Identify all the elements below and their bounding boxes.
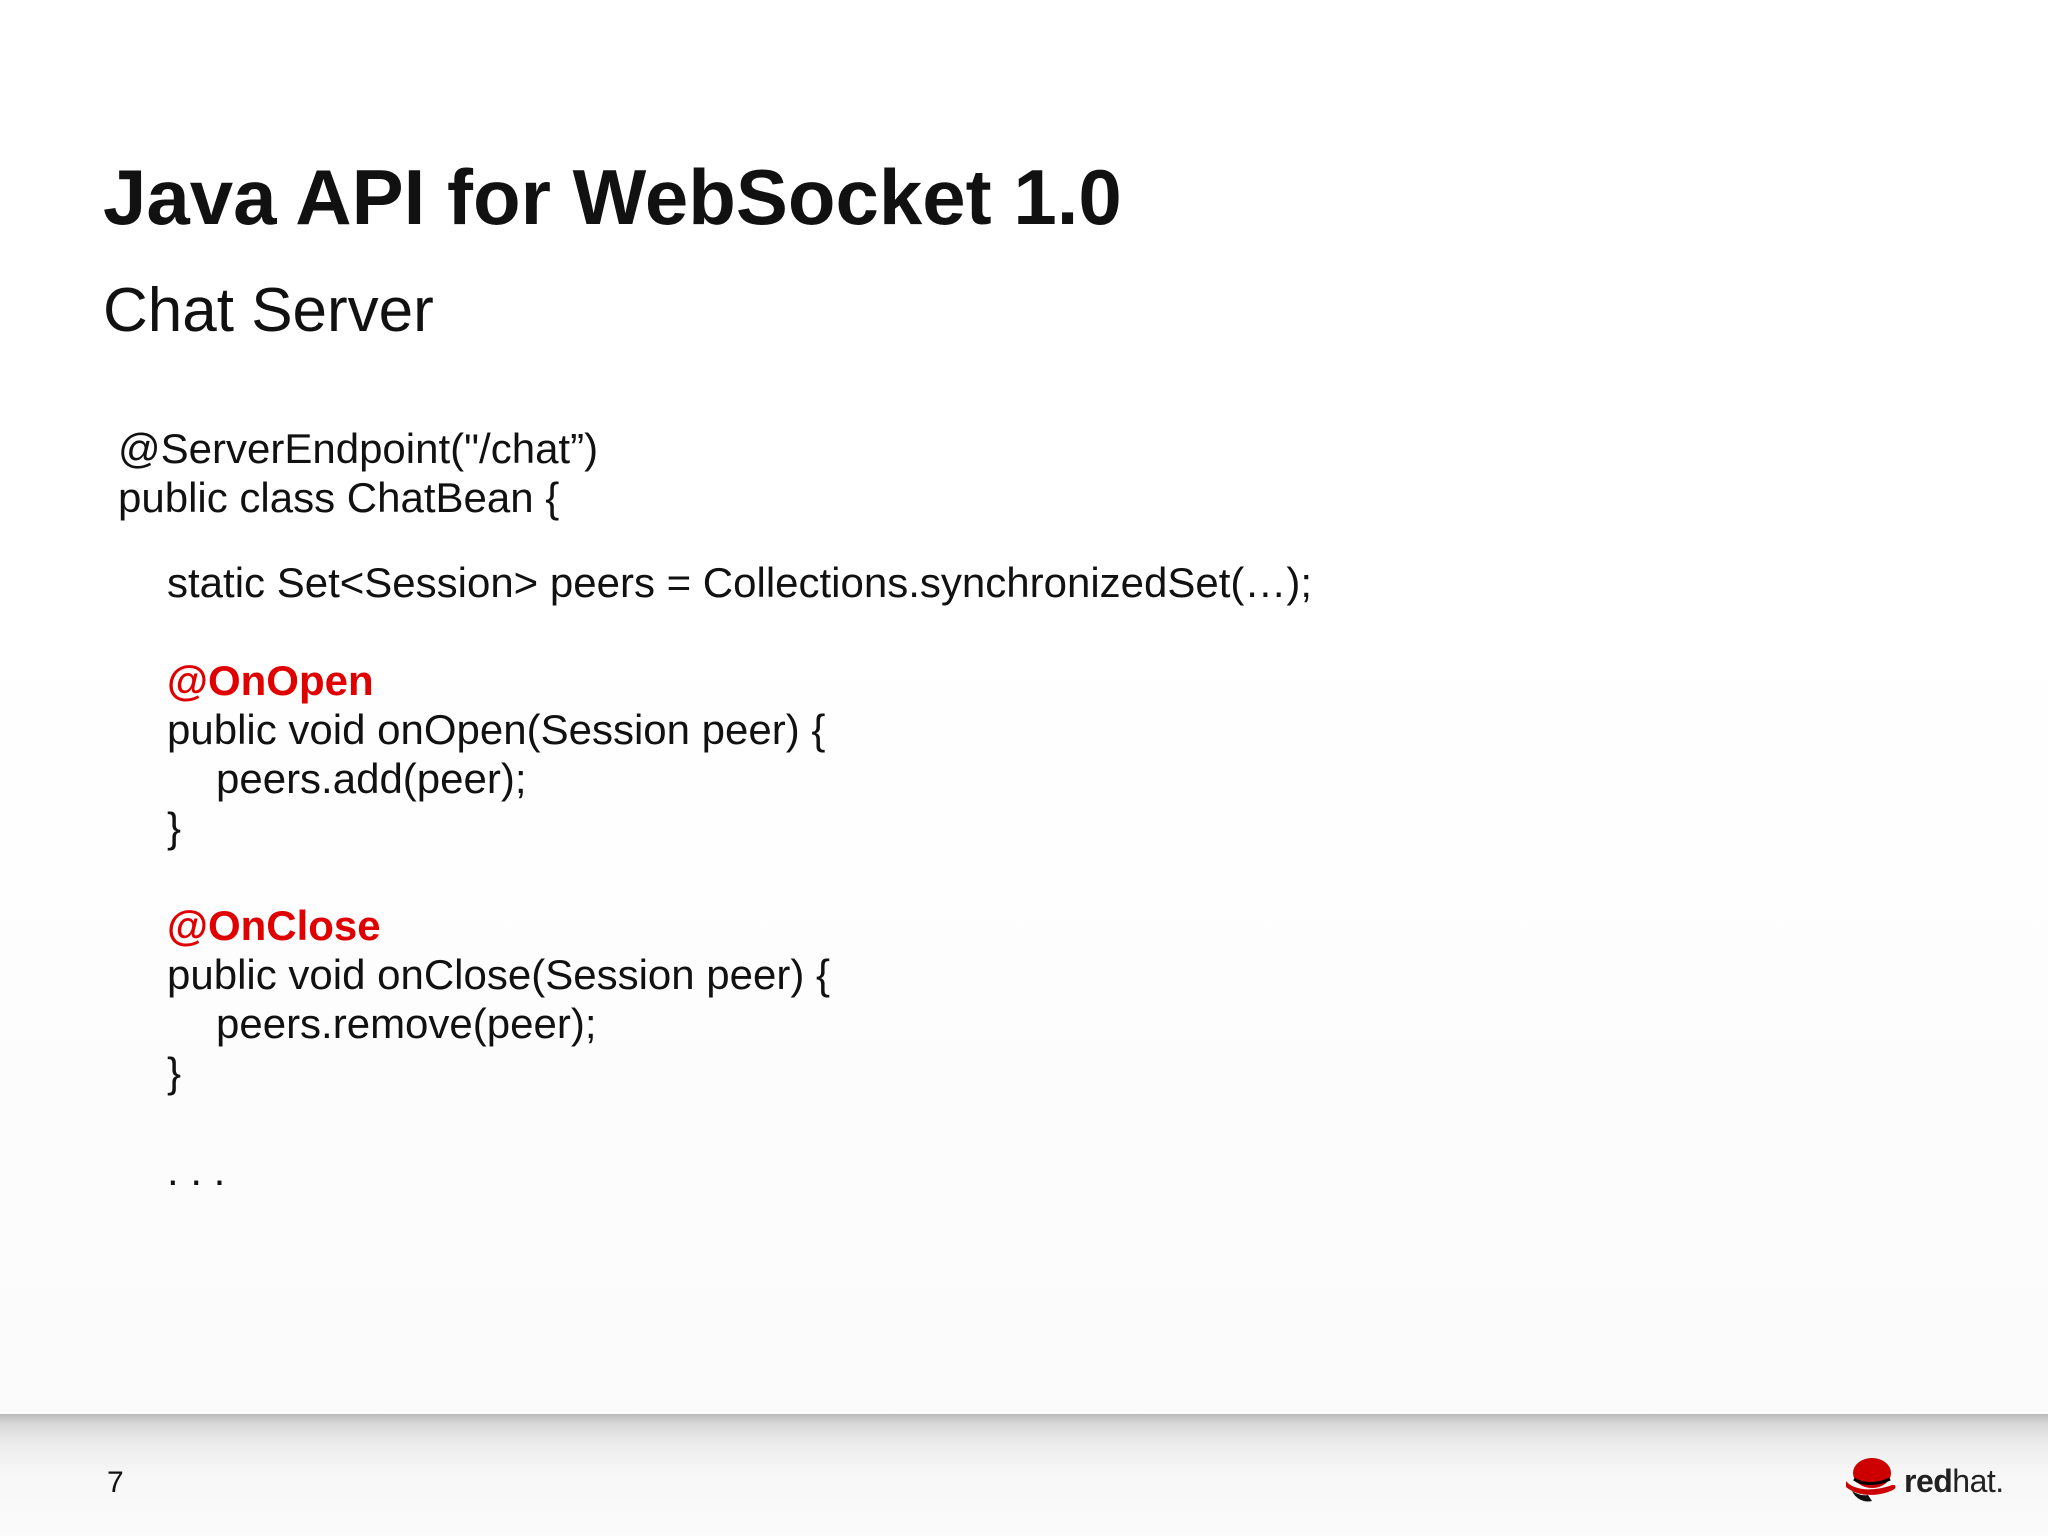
wordmark-hat: hat: [1952, 1463, 1996, 1499]
code-line-onopen-signature: public void onOpen(Session peer) {: [167, 706, 826, 753]
code-spacer: [118, 852, 1312, 901]
page-number: 7: [107, 1466, 124, 1499]
code-line-peers-remove: peers.remove(peer);: [216, 1000, 597, 1047]
code-line-annotation-endpoint: @ServerEndpoint("/chat”): [118, 425, 599, 472]
code-line-class-declaration: public class ChatBean {: [118, 474, 560, 521]
code-line-peers-add: peers.add(peer);: [216, 755, 527, 802]
code-spacer: [118, 607, 1312, 656]
code-spacer: [118, 522, 1312, 558]
code-line-ellipsis: . . .: [167, 1147, 226, 1194]
code-annotation-onclose: @OnClose: [167, 902, 381, 949]
code-block: @ServerEndpoint("/chat”) public class Ch…: [118, 424, 1312, 1195]
footer-band: [0, 1414, 2048, 1536]
redhat-logo: redhat.: [1842, 1455, 2004, 1511]
redhat-wordmark: redhat.: [1904, 1465, 2004, 1497]
redhat-shadowman-icon: [1846, 1458, 1896, 1502]
code-spacer: [118, 1097, 1312, 1146]
code-line-onclose-signature: public void onClose(Session peer) {: [167, 951, 831, 998]
code-line-close-brace: }: [167, 804, 182, 851]
slide-subtitle: Chat Server: [103, 276, 434, 345]
code-line-peers-field: static Set<Session> peers = Collections.…: [167, 559, 1313, 606]
wordmark-suffix: .: [1995, 1463, 2004, 1499]
code-annotation-onopen: @OnOpen: [167, 657, 374, 704]
slide-title: Java API for WebSocket 1.0: [103, 153, 1122, 241]
wordmark-red: red: [1904, 1463, 1953, 1499]
code-line-close-brace: }: [167, 1049, 182, 1096]
